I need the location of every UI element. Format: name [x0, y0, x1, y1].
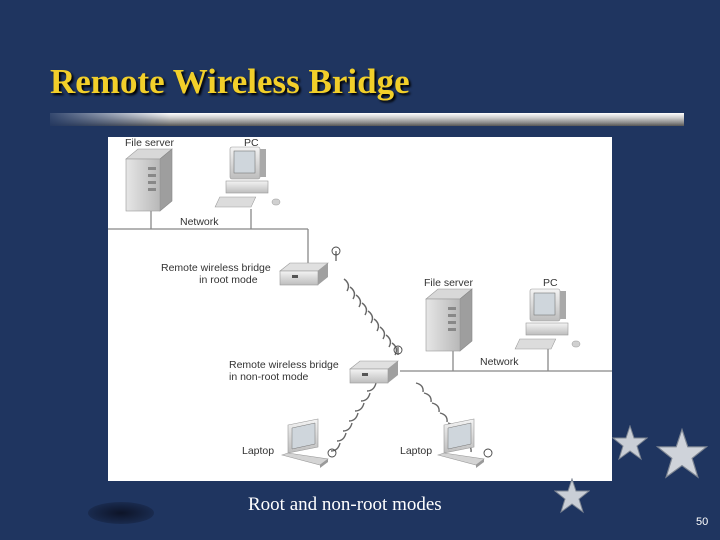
file-server-label: File server	[125, 137, 175, 149]
title-underline-bar	[50, 113, 684, 126]
network-label: Network	[480, 356, 519, 368]
laptop-icon	[280, 418, 329, 468]
nonroot-bridge-label: Remote wireless bridge in non-root mode	[229, 359, 339, 383]
network-label: Network	[180, 216, 219, 228]
root-bridge-label: Remote wireless bridge in root mode	[161, 262, 271, 286]
star-icon	[554, 478, 590, 514]
laptop-label: Laptop	[242, 445, 275, 457]
slide-title: Remote Wireless Bridge	[50, 62, 410, 101]
network-line-1	[108, 207, 309, 265]
laptop-icon	[436, 418, 485, 468]
diagram-graphics	[108, 146, 612, 468]
nonroot-bridge-label-line1: Remote wireless bridge	[229, 359, 339, 371]
title-underline-fade	[50, 113, 170, 126]
page-number: 50	[696, 516, 709, 528]
presentation-logo	[88, 502, 154, 524]
wireless-bridge-icon	[279, 251, 337, 286]
file-server-label: File server	[424, 277, 474, 289]
pc-icon	[514, 288, 581, 350]
network-diagram: File server PC Network Remote wireless b…	[108, 137, 612, 481]
laptop-label: Laptop	[400, 445, 433, 457]
root-bridge-label-line2: in root mode	[199, 274, 258, 286]
file-server-icon	[125, 148, 173, 212]
pc-label: PC	[244, 137, 259, 149]
network-line-2	[400, 349, 612, 372]
wireless-bridge-icon	[349, 347, 399, 384]
nonroot-bridge-label-line2: in non-root mode	[229, 371, 309, 383]
file-server-icon	[425, 288, 473, 352]
diagram-caption: Root and non-root modes	[248, 494, 442, 515]
pc-label: PC	[543, 277, 558, 289]
star-icon	[612, 425, 648, 461]
root-bridge-label-line1: Remote wireless bridge	[161, 262, 271, 274]
star-icon	[656, 428, 708, 479]
pc-icon	[214, 146, 281, 208]
